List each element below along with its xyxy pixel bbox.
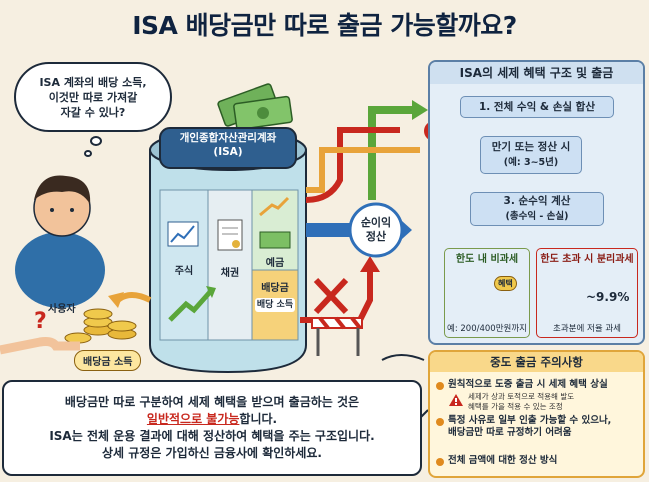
money-bills-icon [217,83,293,131]
jar-label-deposit: 예금 [265,258,285,269]
step-3: 3. 순수익 계산 (총수익 - 손실) [470,192,604,226]
svg-text:?: ? [34,309,47,334]
summary-line-3: ISA는 전체 운용 결과에 대해 정산하여 혜택을 주는 구조입니다. [49,429,375,443]
coin-label: 배당금 소득 [74,350,142,371]
limit-over-box [536,248,638,338]
caution-title: 중도 출금 주의사항 [430,352,643,372]
thought-bubble: ISA 계좌의 배당 소득, 이것만 따로 가져갈 자갈 수 있나? [14,62,172,132]
caution-item-1-sub: 세제가 상과 토적으로 적용해 발도 혜택를 가을 적용 수 있는 조정 [468,392,640,412]
limit-over-caption: 초과분에 저율 과세 [553,324,621,334]
summary-highlight: 일반적으로 불가능 [146,412,240,426]
limit-in-caption: 예: 200/400만원까지 [447,324,527,334]
net-income-line-1: 순이익 [360,216,392,229]
bubble-line-3: 자갈 수 있나? [60,106,126,119]
summary-line-2-rest: 합니다. [239,412,278,426]
step-1: 1. 전체 수익 & 손실 합산 [460,96,614,118]
red-x-icon [313,277,349,315]
bullet-icon [436,458,444,466]
step-3-line-1: 3. 순수익 계산 [503,195,571,207]
bubble-tail-dot-small [84,150,92,157]
bullet-icon [436,418,444,426]
step-2-line-1: 만기 또는 정산 시 [491,141,571,153]
caution-item-2-line-2: 배당금만 따로 규정하기 어려움 [448,427,572,438]
caution-item-3: 전체 금액에 대한 정산 방식 [448,455,558,466]
summary-line-1: 배당금만 따로 구분하여 세제 혜택을 받으며 출금하는 것은 [64,395,360,409]
step-3-line-2: (총수익 - 손실) [505,211,569,222]
tax-rate: ~9.9% [586,290,630,304]
summary-line-2: 일반적으로 불가능합니다. [4,411,420,428]
jar-title: 개인종합자산관리계좌 (ISA) [160,131,296,159]
caution-item-2: 특정 사유로 일부 인출 가능할 수 있으나, 배당금만 따로 규정하기 어려움 [448,415,642,439]
jar-title-line-1: 개인종합자산관리계좌 [179,132,277,144]
summary-line-4: 상세 규정은 가입하신 금융사에 확인하세요. [102,446,322,460]
net-income-line-2: 정산 [365,230,387,243]
step-2: 만기 또는 정산 시 (예: 3~5년) [480,136,582,174]
benefit-badge: 혜택 [494,276,517,291]
person-icon [15,175,105,308]
summary-box: 배당금만 따로 구분하여 세제 혜택을 받으며 출금하는 것은 일반적으로 불가… [2,380,422,476]
jar-label-dividend: 배당금 배당 소득 [252,282,298,312]
limit-in-title: 한도 내 비과세 [455,254,519,265]
jar-label-bond: 채권 [220,268,240,279]
limit-in-box [444,248,530,338]
bubble-tail-dot [90,136,102,146]
warning-icon [449,394,463,406]
net-income-circle [348,202,404,258]
jar-label-dividend-2: 배당 소득 [255,298,295,312]
isa-jar-icon [149,127,307,374]
coin-stack-icon [64,308,137,344]
caution-sub-line-1: 세제가 상과 토적으로 적용해 발도 [468,392,575,401]
page-title: ISA 배당금만 따로 출금 가능할까요? [132,11,517,40]
jar-label-stock: 주식 [174,266,194,277]
net-income-label: 순이익 정산 [350,216,402,244]
jar-title-line-2: (ISA) [213,146,243,158]
jar-label-dividend-1: 배당금 [261,283,289,294]
bullet-icon [436,382,444,390]
caution-sub-line-2: 혜택를 가을 적용 수 있는 조정 [468,402,563,411]
bubble-line-1: ISA 계좌의 배당 소득, [39,76,147,89]
limit-over-title: 한도 초과 시 분리과세 [540,254,634,265]
caution-item-1: 원칙적으로 도중 출금 시 세제 혜택 상실 [448,379,608,390]
step-2-line-2: (예: 3~5년) [503,157,559,168]
caution-item-2-line-1: 특정 사유로 일부 인출 가능할 수 있으나, [448,415,612,426]
tax-structure-title: ISA의 세제 혜택 구조 및 출금 [430,62,643,84]
person-label: 사용자 [48,304,76,315]
bubble-line-2: 이것만 따로 가져갈 [48,91,138,104]
